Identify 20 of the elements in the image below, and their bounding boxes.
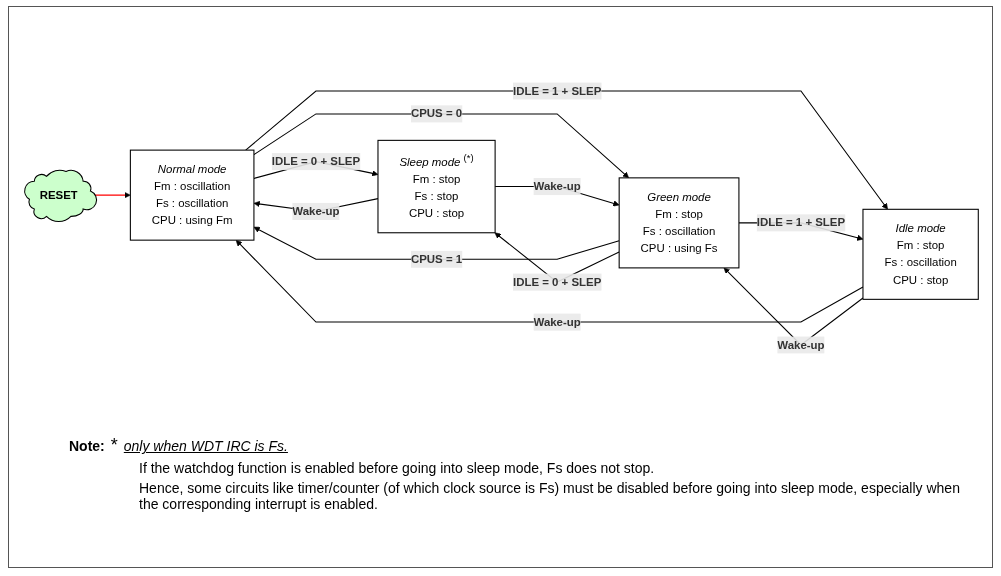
edge-label: IDLE = 0 + SLEP (512, 275, 602, 288)
node-box: Green mode Fm : stop Fs : oscillation CPU : using Fs (618, 177, 740, 269)
edge-label: IDLE = 1 + SLEP (756, 216, 846, 229)
edge-label: IDLE = 1 + SLEP (512, 84, 602, 97)
arrow (94, 192, 131, 199)
node-box: Idle mode Fm : stop Fs : oscillation CPU : stop (862, 208, 979, 300)
note-text: only when WDT IRC is Fs. (123, 438, 288, 454)
edge-label: IDLE = 0 + SLEP (271, 155, 361, 168)
edge-label: Wake-up (292, 205, 340, 218)
edge-label: CPUS = 0 (410, 107, 463, 120)
note-paragraph: If the watchdog function is enabled before going into sleep mode, Fs does not stop. (139, 460, 656, 476)
edge-label: Wake-up (533, 180, 581, 193)
node-box: Sleep mode $^{(*)}$ Fm : stop Fs : stop CPU : stop (377, 139, 496, 234)
node-box: Normal mode Fm : oscillation Fs : oscillation CPU : using Fm (129, 149, 255, 241)
edge-label: Wake-up (777, 338, 825, 351)
note-label: Note: (69, 438, 105, 454)
note-paragraph: Hence, some circuits like timer/counter (of which clock source is Fs) must be disabled before going into sleep mode, especially when the corresponding interrupt is enabled. (139, 480, 961, 512)
edge-label: CPUS = 1 (410, 252, 463, 265)
footnote-mark: * (110, 435, 118, 455)
edge-label: Wake-up (533, 315, 581, 328)
